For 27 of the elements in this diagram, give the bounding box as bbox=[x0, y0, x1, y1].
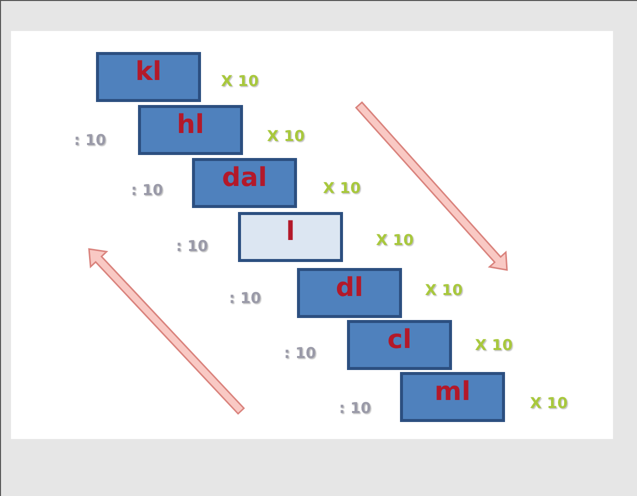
divide-factor: : 10 bbox=[284, 344, 316, 362]
unit-box bbox=[400, 372, 505, 422]
unit-label: hl bbox=[176, 112, 204, 138]
divide-factor: : 10 bbox=[229, 289, 262, 307]
unit-label: dal bbox=[222, 165, 268, 191]
multiply-factor: X 10 bbox=[323, 179, 361, 197]
unit-label: kl bbox=[135, 59, 162, 85]
multiply-factor: X 10 bbox=[530, 394, 568, 412]
multiply-factor: X 10 bbox=[425, 281, 463, 299]
unit-label: ml bbox=[434, 379, 470, 405]
divide-factor: : 10 bbox=[74, 131, 106, 149]
multiply-factor: X 10 bbox=[376, 231, 414, 249]
unit-box bbox=[138, 105, 243, 155]
multiply-factor: X 10 bbox=[267, 127, 305, 145]
unit-box bbox=[297, 268, 402, 318]
unit-label: l bbox=[286, 219, 295, 245]
multiply-factor: X 10 bbox=[221, 72, 259, 90]
multiply-factor: X 10 bbox=[475, 336, 513, 354]
divide-factor: : 10 bbox=[339, 399, 372, 417]
divide-factor: : 10 bbox=[131, 181, 164, 199]
unit-box bbox=[347, 320, 452, 370]
divide-factor: : 10 bbox=[176, 237, 208, 255]
unit-label: dl bbox=[336, 275, 364, 301]
unit-box bbox=[96, 52, 201, 102]
unit-box bbox=[192, 158, 297, 208]
unit-box bbox=[238, 212, 343, 262]
unit-label: cl bbox=[387, 327, 412, 353]
